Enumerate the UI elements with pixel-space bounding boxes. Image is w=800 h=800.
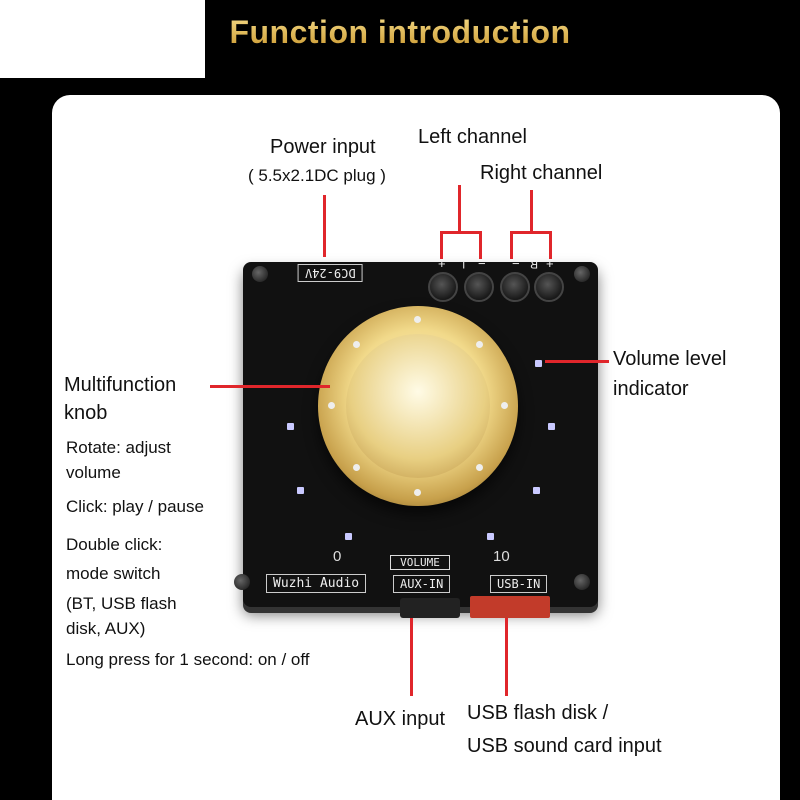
aux-in-label: AUX-IN bbox=[393, 575, 451, 593]
left-channel-bracket bbox=[479, 231, 482, 259]
usb-pointer bbox=[505, 618, 508, 696]
screw-icon bbox=[574, 266, 590, 282]
left-letter-marking: L bbox=[459, 258, 466, 270]
volume-silkscreen: VOLUME bbox=[390, 555, 450, 570]
left-channel-bracket bbox=[440, 231, 443, 259]
left-plus-terminal bbox=[428, 272, 458, 302]
screw-icon bbox=[574, 574, 590, 590]
right-plus-marking: + bbox=[546, 256, 554, 271]
right-minus-marking: − bbox=[512, 256, 520, 271]
volume-level-indicator bbox=[535, 360, 542, 367]
volume-led bbox=[487, 533, 494, 540]
left-channel-label: Left channel bbox=[418, 126, 527, 148]
click-label: Click: play / pause bbox=[66, 497, 204, 516]
volume-level-label: Volume level bbox=[613, 348, 727, 370]
right-channel-bracket bbox=[510, 231, 513, 259]
dc-voltage-label: DC9-24V bbox=[298, 264, 363, 282]
double-click-label: Double click: bbox=[66, 535, 163, 554]
long-press-label: Long press for 1 second: on / off bbox=[66, 650, 310, 669]
left-minus-marking: − bbox=[478, 256, 486, 271]
screw-icon bbox=[252, 266, 268, 282]
left-minus-terminal bbox=[464, 272, 494, 302]
top-left-block bbox=[0, 0, 205, 78]
right-channel-pointer bbox=[530, 190, 533, 233]
aux-port bbox=[400, 598, 460, 618]
volume-led bbox=[287, 423, 294, 430]
knob-dot bbox=[414, 316, 421, 323]
page-title: Function introduction bbox=[0, 14, 800, 51]
left-channel-pointer bbox=[458, 185, 461, 233]
power-plug-label: ( 5.5x2.1DC plug ) bbox=[248, 166, 386, 185]
knob-label-2: knob bbox=[64, 402, 108, 424]
right-channel-bracket bbox=[549, 231, 552, 259]
left-plus-marking: + bbox=[438, 256, 446, 271]
modes-label: (BT, USB flash bbox=[66, 594, 177, 613]
power-input-label: Power input bbox=[270, 136, 376, 158]
left-channel-bracket bbox=[440, 231, 482, 234]
right-plus-terminal bbox=[534, 272, 564, 302]
volume-led bbox=[297, 487, 304, 494]
knob-label: Multifunction bbox=[64, 374, 177, 396]
volume-led bbox=[548, 423, 555, 430]
knob-dot bbox=[353, 341, 360, 348]
mode-switch-label: mode switch bbox=[66, 564, 161, 583]
aux-pointer bbox=[410, 618, 413, 696]
brand-label: Wuzhi Audio bbox=[266, 574, 367, 593]
power-pointer bbox=[323, 195, 326, 257]
right-channel-bracket bbox=[510, 231, 552, 234]
knob-dot bbox=[353, 464, 360, 471]
knob-cap bbox=[346, 334, 490, 478]
screw-icon bbox=[234, 574, 250, 590]
right-minus-terminal bbox=[500, 272, 530, 302]
knob-dot bbox=[501, 402, 508, 409]
usb-input-label-2: USB sound card input bbox=[467, 735, 662, 757]
knob-dot bbox=[476, 341, 483, 348]
rotate-label-2: volume bbox=[66, 463, 121, 482]
rotate-label: Rotate: adjust bbox=[66, 438, 171, 457]
aux-input-label: AUX input bbox=[355, 708, 446, 730]
knob-dot bbox=[328, 402, 335, 409]
modes-label-2: disk, AUX) bbox=[66, 619, 146, 638]
usb-port bbox=[470, 596, 550, 618]
multifunction-knob[interactable] bbox=[318, 306, 518, 506]
volume-led bbox=[345, 533, 352, 540]
volume-min-label: 0 bbox=[333, 548, 342, 565]
usb-input-label: USB flash disk / bbox=[467, 702, 609, 724]
knob-dot bbox=[414, 489, 421, 496]
header-bar bbox=[205, 0, 800, 95]
right-channel-label: Right channel bbox=[480, 162, 603, 184]
volume-max-label: 10 bbox=[493, 548, 510, 565]
right-letter-marking: R bbox=[530, 258, 538, 270]
volume-indicator-pointer bbox=[545, 360, 609, 363]
knob-pointer bbox=[210, 385, 330, 388]
knob-dot bbox=[476, 464, 483, 471]
volume-indicator-label: indicator bbox=[613, 378, 689, 400]
usb-in-label: USB-IN bbox=[490, 575, 548, 593]
volume-led bbox=[533, 487, 540, 494]
